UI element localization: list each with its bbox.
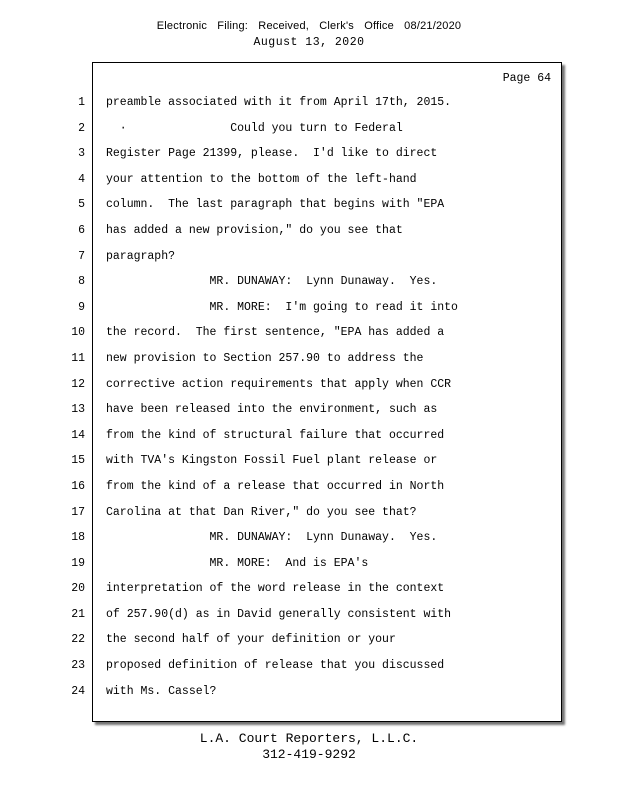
line-number: 11: [71, 351, 85, 365]
line-number: 24: [71, 684, 85, 698]
line-number: 2: [78, 121, 85, 135]
line-number: 6: [78, 223, 85, 237]
line-number: 13: [71, 403, 85, 417]
line-text: Carolina at that Dan River," do you see …: [106, 505, 417, 519]
line-number: 19: [71, 556, 85, 570]
reporter-phone: 312-419-9292: [262, 747, 356, 762]
transcript-line: 2 · Could you turn to Federal: [78, 116, 561, 142]
deposition-date: August 13, 2020: [253, 36, 365, 49]
line-number: 18: [71, 531, 85, 545]
transcript-line: 15 with TVA's Kingston Fossil Fuel plant…: [71, 448, 561, 474]
transcript-line: 24 with Ms. Cassel?: [71, 679, 561, 705]
line-text: MR. MORE: And is EPA's: [106, 556, 369, 570]
line-text: interpretation of the word release in th…: [106, 582, 445, 596]
line-number: 20: [71, 582, 85, 596]
line-text: proposed definition of release that you …: [106, 659, 445, 673]
line-text: of 257.90(d) as in David generally consi…: [106, 607, 452, 621]
transcript-line: 12 corrective action requirements that a…: [71, 372, 561, 398]
transcript-line: 1 preamble associated with it from April…: [78, 90, 561, 116]
transcript-line: 7 paragraph?: [78, 244, 561, 270]
line-text: MR. MORE: I'm going to read it into: [106, 300, 458, 314]
transcript-line: 9 MR. MORE: I'm going to read it into: [78, 295, 561, 321]
line-text: · Could you turn to Federal: [106, 121, 403, 135]
line-number: 4: [78, 172, 85, 186]
line-text: new provision to Section 257.90 to addre…: [106, 351, 424, 365]
line-text: preamble associated with it from April 1…: [106, 96, 452, 109]
line-number: 10: [71, 326, 85, 340]
line-number: 1: [78, 96, 85, 109]
line-text: with Ms. Cassel?: [106, 684, 217, 698]
line-text: MR. DUNAWAY: Lynn Dunaway. Yes.: [106, 275, 438, 289]
line-text: corrective action requirements that appl…: [106, 377, 452, 391]
line-text: MR. DUNAWAY: Lynn Dunaway. Yes.: [106, 531, 438, 545]
line-number: 9: [78, 300, 85, 314]
line-number: 17: [71, 505, 85, 519]
line-number: 14: [71, 428, 85, 442]
transcript-line: 8 MR. DUNAWAY: Lynn Dunaway. Yes.: [78, 269, 561, 295]
line-text: with TVA's Kingston Fossil Fuel plant re…: [106, 454, 438, 468]
line-text: from the kind of structural failure that…: [106, 428, 445, 442]
transcript-line: 21 of 257.90(d) as in David generally co…: [71, 602, 561, 628]
filing-header: Electronic Filing: Received, Clerk's Off…: [0, 20, 618, 49]
transcript-line: 5 column. The last paragraph that begins…: [78, 192, 561, 218]
line-text: the record. The first sentence, "EPA has…: [106, 326, 445, 340]
electronic-filing-stamp: Electronic Filing: Received, Clerk's Off…: [156, 20, 462, 32]
line-text: have been released into the environment,…: [106, 403, 438, 417]
transcript-line: 23 proposed definition of release that y…: [71, 653, 561, 679]
line-number: 23: [71, 659, 85, 673]
reporter-name: L.A. Court Reporters, L.L.C.: [199, 731, 419, 746]
transcript-line: 19 MR. MORE: And is EPA's: [71, 551, 561, 577]
line-number: 12: [71, 377, 85, 391]
page-number-label: Page 64: [502, 72, 551, 85]
line-number: 7: [78, 249, 85, 263]
line-number: 15: [71, 454, 85, 468]
line-text: the second half of your definition or yo…: [106, 633, 396, 647]
line-text: Register Page 21399, please. I'd like to…: [106, 147, 438, 161]
reporter-footer: L.A. Court Reporters, L.L.C. 312-419-929…: [0, 731, 618, 763]
transcript-lines: 1 preamble associated with it from April…: [71, 90, 561, 705]
transcript-line: 16 from the kind of a release that occur…: [71, 474, 561, 500]
line-number: 16: [71, 479, 85, 493]
line-number: 5: [78, 198, 85, 212]
line-number: 8: [78, 275, 85, 289]
transcript-line: 22 the second half of your definition or…: [71, 627, 561, 653]
line-text: from the kind of a release that occurred…: [106, 479, 445, 493]
line-text: paragraph?: [106, 249, 176, 263]
line-number: 3: [78, 147, 85, 161]
transcript-line: 18 MR. DUNAWAY: Lynn Dunaway. Yes.: [71, 525, 561, 551]
line-number: 22: [71, 633, 85, 647]
transcript-line: 11 new provision to Section 257.90 to ad…: [71, 346, 561, 372]
line-text: your attention to the bottom of the left…: [106, 172, 417, 186]
transcript-line: 17 Carolina at that Dan River," do you s…: [71, 500, 561, 526]
line-number: 21: [71, 607, 85, 621]
line-text: column. The last paragraph that begins w…: [106, 198, 445, 212]
transcript-line: 20 interpretation of the word release in…: [71, 576, 561, 602]
transcript-line: 14 from the kind of structural failure t…: [71, 423, 561, 449]
transcript-line: 3 Register Page 21399, please. I'd like …: [78, 141, 561, 167]
transcript-line: 10 the record. The first sentence, "EPA …: [71, 320, 561, 346]
transcript-line: 6 has added a new provision," do you see…: [78, 218, 561, 244]
transcript-line: 4 your attention to the bottom of the le…: [78, 167, 561, 193]
transcript-page-box: Page 64 1 preamble associated with it fr…: [71, 62, 562, 722]
line-text: has added a new provision," do you see t…: [106, 223, 403, 237]
transcript-line: 13 have been released into the environme…: [71, 397, 561, 423]
